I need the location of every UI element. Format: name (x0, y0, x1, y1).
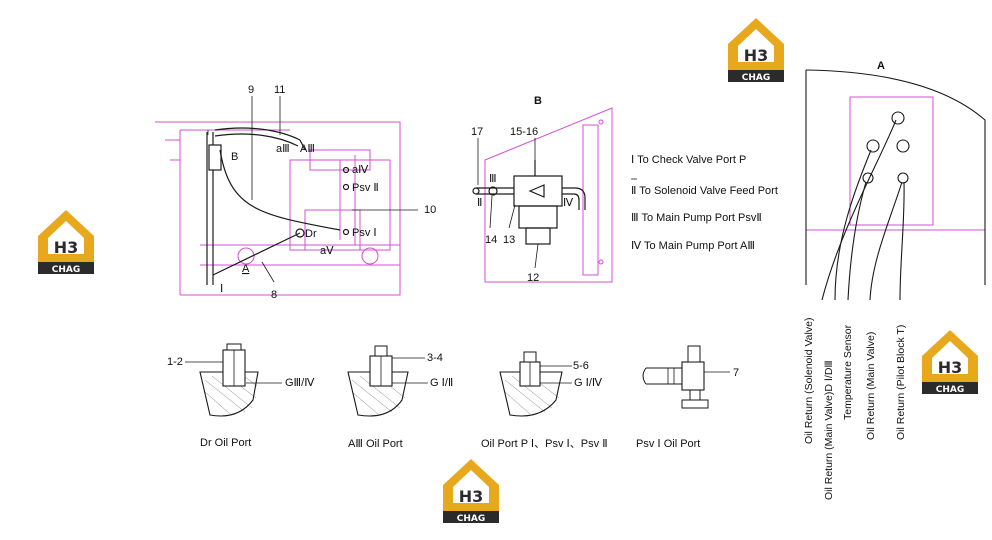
svg-text:CHAG: CHAG (457, 514, 486, 524)
port-legend: Ⅰ To Check Valve Port P Ⅱ To Solenoid Va… (631, 154, 778, 252)
svg-text:Ⅲ To Main Pump Port PsvⅡ: Ⅲ To Main Pump Port PsvⅡ (631, 212, 762, 224)
svg-text:Psv Ⅰ Oil Port: Psv Ⅰ Oil Port (636, 438, 700, 450)
svg-text:Oil Return (Pilot Block T): Oil Return (Pilot Block T) (895, 325, 907, 440)
svg-text:Dr Oil Port: Dr Oil Port (200, 437, 251, 449)
svg-text:10: 10 (424, 204, 436, 216)
svg-text:H3: H3 (938, 358, 963, 377)
svg-text:5-6: 5-6 (573, 360, 589, 372)
svg-text:G Ⅰ/Ⅱ: G Ⅰ/Ⅱ (430, 377, 453, 389)
svg-text:CHAG: CHAG (742, 73, 771, 83)
svg-text:aⅣ: aⅣ (352, 164, 369, 176)
svg-text:Ⅱ: Ⅱ (477, 197, 482, 209)
port-detail-p (499, 351, 572, 417)
svg-text:B: B (231, 151, 238, 163)
svg-text:Dr: Dr (305, 228, 317, 240)
a-detail-view: A (805, 60, 986, 301)
svg-text:Oil Port P Ⅰ、Psv Ⅰ、Psv Ⅱ: Oil Port P Ⅰ、Psv Ⅰ、Psv Ⅱ (481, 438, 608, 450)
svg-text:Psv Ⅰ: Psv Ⅰ (352, 227, 377, 239)
svg-text:Oil Return (Main Valve)D Ⅰ/DⅢ: Oil Return (Main Valve)D Ⅰ/DⅢ (823, 360, 835, 500)
svg-text:H3: H3 (744, 46, 769, 65)
brand-logo-top: H3 CHAG (728, 18, 784, 83)
svg-text:AⅢ: AⅢ (300, 143, 315, 155)
svg-text:aⅢ: aⅢ (276, 143, 290, 155)
svg-text:aⅤ: aⅤ (320, 245, 334, 257)
svg-text:CHAG: CHAG (936, 385, 965, 395)
svg-text:1-2: 1-2 (167, 356, 183, 368)
svg-text:Ⅲ: Ⅲ (489, 173, 497, 185)
svg-text:9: 9 (248, 84, 254, 96)
svg-text:GⅢ/Ⅳ: GⅢ/Ⅳ (285, 377, 315, 389)
svg-text:Ⅱ To Solenoid Valve Feed Port: Ⅱ To Solenoid Valve Feed Port (631, 185, 778, 197)
svg-text:A: A (877, 60, 885, 72)
svg-text:Ⅳ: Ⅳ (563, 197, 574, 209)
svg-text:Ⅰ To Check Valve Port P: Ⅰ To Check Valve Port P (631, 154, 746, 166)
svg-text:H3: H3 (459, 487, 484, 506)
svg-text:8: 8 (271, 289, 277, 301)
svg-text:G Ⅰ/Ⅳ: G Ⅰ/Ⅳ (574, 377, 603, 389)
svg-text:H3: H3 (54, 238, 79, 257)
left-assembly-view: 9 11 10 8 B A Ⅰ Dr aⅢ AⅢ aⅣ Psv Ⅱ Psv Ⅰ … (155, 84, 436, 301)
b-detail-view: B 17 15-16 14 13 (471, 95, 613, 284)
return-line-labels: Oil Return (Solenoid Valve) Oil Return (… (803, 318, 907, 500)
port-details: 1-2 GⅢ/Ⅳ Dr Oil Port 3-4 G Ⅰ/Ⅱ AⅢ Oil Po… (167, 343, 739, 450)
svg-text:Ⅳ To Main Pump Port AⅢ: Ⅳ To Main Pump Port AⅢ (631, 240, 755, 252)
svg-text:13: 13 (503, 234, 515, 246)
brand-logo-right: H3 CHAG (922, 330, 978, 395)
svg-text:CHAG: CHAG (52, 265, 81, 275)
svg-text:14: 14 (485, 234, 497, 246)
svg-text:Psv Ⅱ: Psv Ⅱ (352, 182, 379, 194)
svg-text:17: 17 (471, 126, 483, 138)
brand-logo-bottom: H3 CHAG (443, 459, 499, 524)
svg-text:A: A (242, 263, 250, 275)
svg-text:7: 7 (733, 367, 739, 379)
svg-text:15-16: 15-16 (510, 126, 538, 138)
svg-text:Oil Return (Solenoid Valve): Oil Return (Solenoid Valve) (803, 318, 815, 444)
port-detail-dr (185, 343, 282, 417)
brand-logo-left: H3 CHAG (38, 210, 94, 275)
svg-text:12: 12 (527, 272, 539, 284)
svg-text:Temperature Sensor: Temperature Sensor (842, 324, 854, 420)
svg-text:Ⅰ: Ⅰ (220, 283, 223, 295)
svg-text:Oil Return (Main Valve): Oil Return (Main Valve) (865, 332, 877, 440)
svg-text:11: 11 (274, 84, 285, 96)
svg-text:3-4: 3-4 (427, 352, 443, 364)
svg-text:AⅢ Oil Port: AⅢ Oil Port (348, 438, 403, 450)
svg-text:B: B (534, 95, 542, 107)
port-detail-a3 (347, 345, 428, 417)
port-detail-psv1 (642, 345, 730, 409)
